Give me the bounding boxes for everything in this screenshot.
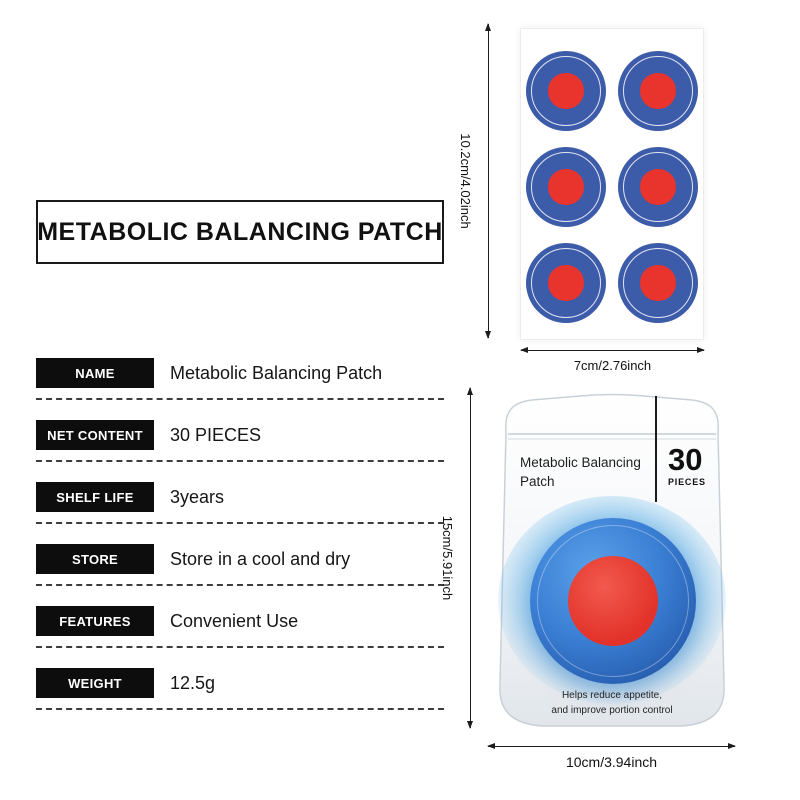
sheet-width-dimension-label: 7cm/2.76inch xyxy=(573,358,652,373)
spec-row-weight: WEIGHT 12.5g xyxy=(36,652,444,714)
spec-label-store: STORE xyxy=(36,544,154,574)
pouch-height-dimension-label: 15cm/5.91inch xyxy=(440,515,455,601)
spec-row-name: NAME Metabolic Balancing Patch xyxy=(36,342,444,404)
pouch-height-dimension-line xyxy=(467,387,473,729)
pouch-title-text: Metabolic Balancing Patch xyxy=(520,455,641,489)
patch-graphic xyxy=(526,51,606,131)
pouch-width-dimension-line xyxy=(487,743,736,749)
pouch-patch-graphic xyxy=(530,518,696,684)
product-title-banner: METABOLIC BALANCING PATCH xyxy=(36,200,444,264)
patch-sheet xyxy=(520,28,704,340)
patch-graphic xyxy=(526,147,606,227)
pouch-tagline-line1: Helps reduce appetite, xyxy=(561,690,663,701)
pouch-count-unit: PIECES xyxy=(668,477,706,487)
product-pouch: Metabolic Balancing Patch 30 PIECES Help… xyxy=(488,390,736,732)
sheet-height-dimension-label: 10.2cm/4.02inch xyxy=(458,133,473,229)
spec-row-features: FEATURES Convenient Use xyxy=(36,590,444,652)
sheet-height-dimension-line xyxy=(485,23,491,339)
spec-value-shelf-life: 3years xyxy=(170,486,225,507)
sheet-width-dimension-line xyxy=(520,347,705,353)
product-title-text: METABOLIC BALANCING PATCH xyxy=(37,217,443,246)
spec-row-store: STORE Store in a cool and dry xyxy=(36,528,444,590)
spec-label-weight: WEIGHT xyxy=(36,668,154,698)
spec-label-shelf-life: SHELF LIFE xyxy=(36,482,154,512)
patch-graphic xyxy=(618,147,698,227)
spec-list: NAME Metabolic Balancing Patch NET CONTE… xyxy=(36,342,444,714)
spec-value-weight: 12.5g xyxy=(170,672,216,693)
patch-graphic xyxy=(618,243,698,323)
spec-label-net-content: NET CONTENT xyxy=(36,420,154,450)
patch-graphic xyxy=(526,243,606,323)
spec-value-name: Metabolic Balancing Patch xyxy=(170,362,383,383)
pouch-width-dimension-label: 10cm/3.94inch xyxy=(565,754,658,770)
spec-value-net-content: 30 PIECES xyxy=(170,424,262,445)
pouch-tagline-line2: and improve portion control xyxy=(551,705,673,716)
spec-value-store: Store in a cool and dry xyxy=(170,548,351,569)
patch-graphic xyxy=(618,51,698,131)
pouch-tagline: Helps reduce appetite, and improve porti… xyxy=(512,688,712,718)
pouch-count-block: 30 PIECES xyxy=(668,444,728,487)
spec-row-shelf-life: SHELF LIFE 3years xyxy=(36,466,444,528)
spec-value-features: Convenient Use xyxy=(170,610,299,631)
spec-label-name: NAME xyxy=(36,358,154,388)
spec-row-net-content: NET CONTENT 30 PIECES xyxy=(36,404,444,466)
spec-label-features: FEATURES xyxy=(36,606,154,636)
pouch-count-number: 30 xyxy=(668,442,703,477)
